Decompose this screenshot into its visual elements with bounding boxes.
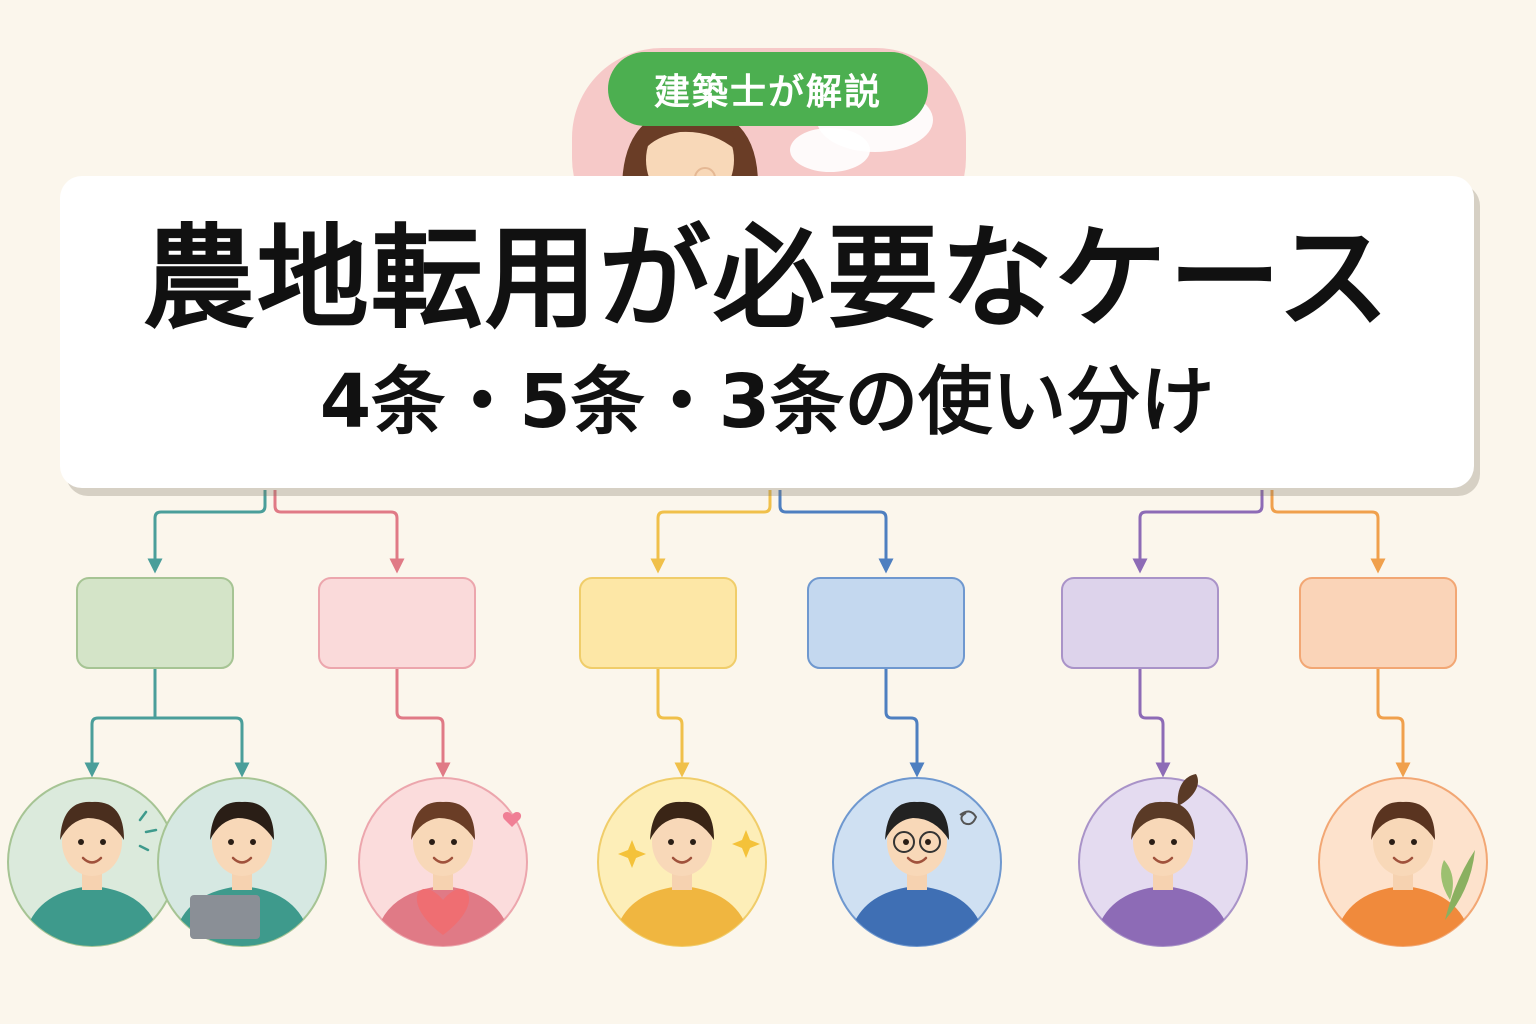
smile: [1152, 856, 1174, 864]
plant-icon: [1445, 850, 1475, 920]
sparkle-icon: [618, 840, 646, 868]
face: [413, 808, 473, 876]
category-box: [1061, 577, 1219, 669]
eye: [1411, 839, 1417, 845]
shirt: [1093, 886, 1233, 946]
confused-swirl-icon: [959, 810, 978, 826]
hair: [60, 801, 124, 840]
person-arrow: [884, 668, 925, 778]
face: [652, 808, 712, 876]
face: [62, 808, 122, 876]
smile: [1392, 856, 1414, 864]
avatar-accessories: [138, 774, 1475, 939]
smile: [81, 856, 103, 864]
hair: [1371, 801, 1435, 840]
smile: [906, 856, 928, 864]
face: [887, 808, 947, 876]
connector-lines: [84, 490, 1411, 778]
eye: [78, 839, 84, 845]
branch-arrow: [1132, 490, 1264, 574]
hair: [1131, 801, 1195, 840]
smile: [432, 856, 454, 864]
smile: [671, 856, 693, 864]
woman-waving-icon: [1078, 777, 1248, 947]
hair: [885, 801, 949, 840]
category-box: [318, 577, 476, 669]
glasses-icon: [893, 831, 915, 853]
man-thinking-glasses-icon: [832, 777, 1002, 947]
category-box: [76, 577, 234, 669]
laptop-icon: [190, 895, 260, 939]
title-card: 農地転用が必要なケース 4条・5条・3条の使い分け: [60, 176, 1474, 488]
expert-badge: 建築士が解説: [608, 52, 928, 126]
eye: [100, 839, 106, 845]
eye: [250, 839, 256, 845]
person-arrow: [84, 716, 155, 778]
shirt: [847, 886, 987, 946]
eye: [1149, 839, 1155, 845]
glasses-icon: [919, 831, 941, 853]
eye: [451, 839, 457, 845]
person-arrow: [395, 668, 451, 778]
category-boxes: [76, 577, 1457, 669]
smile: [231, 856, 253, 864]
eye: [429, 839, 435, 845]
face: [1133, 808, 1193, 876]
page-subtitle: 4条・5条・3条の使い分け: [319, 359, 1215, 445]
category-box: [579, 577, 737, 669]
eye: [1171, 839, 1177, 845]
eye: [690, 839, 696, 845]
badge-label: 建築士が解説: [653, 72, 882, 113]
man-thumbsup-icon: [597, 777, 767, 947]
shirt: [612, 886, 752, 946]
hair: [210, 801, 274, 840]
branch-arrow: [273, 490, 405, 574]
eye: [903, 839, 909, 845]
branch-arrow: [650, 490, 772, 574]
woman-pointing-icon: [7, 777, 177, 947]
heart-icon: [416, 888, 470, 935]
man-plant-icon: [1318, 777, 1488, 947]
person-arrow: [1138, 668, 1171, 778]
branch-arrow: [778, 490, 894, 574]
shirt: [1333, 886, 1473, 946]
category-box: [807, 577, 965, 669]
person-arrow: [1376, 668, 1411, 778]
shirt: [22, 886, 162, 946]
sparkle-icon: [732, 830, 760, 858]
person-arrow: [155, 716, 250, 778]
face: [212, 808, 272, 876]
branch-arrow: [1270, 490, 1386, 574]
branch-arrow: [147, 490, 267, 574]
hair: [650, 801, 714, 840]
category-box: [1299, 577, 1457, 669]
hair-bun-icon: [1177, 774, 1198, 806]
page-title: 農地転用が必要なケース: [142, 214, 1392, 344]
eye: [668, 839, 674, 845]
person-arrow: [656, 668, 690, 778]
person-avatars: [7, 774, 1488, 947]
eye: [925, 839, 931, 845]
eye: [228, 839, 234, 845]
eye: [1389, 839, 1395, 845]
hair: [411, 801, 475, 840]
plant-icon: [1441, 860, 1453, 900]
emphasis-lines-icon: [138, 810, 158, 852]
face: [1373, 808, 1433, 876]
small-heart-icon: [502, 812, 522, 827]
